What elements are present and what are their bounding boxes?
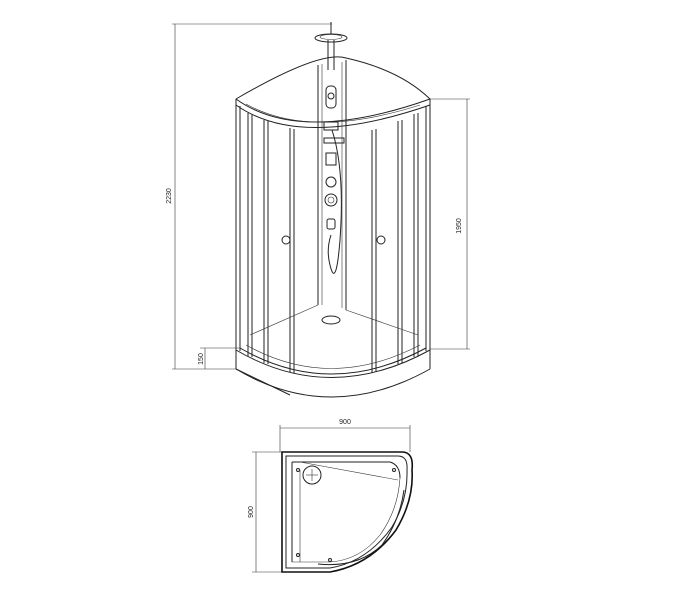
dimension-label-2230: 2230 xyxy=(166,188,173,204)
dimension-total-height: 2230 xyxy=(166,23,332,370)
dimension-depth: 900 xyxy=(248,451,282,573)
right-door-frame xyxy=(371,105,431,373)
shower-tray xyxy=(235,349,431,398)
shower-floor xyxy=(239,304,427,375)
hand-shower xyxy=(323,85,342,274)
left-door-handle-icon xyxy=(281,235,291,245)
tray-plan-outline xyxy=(281,451,414,573)
plan-view: 900 900 xyxy=(248,419,414,573)
dimension-width: 900 xyxy=(279,419,411,452)
cabin-roof xyxy=(235,56,431,128)
dimension-label-900-depth: 900 xyxy=(248,506,255,518)
dimension-cabin-height: 1950 xyxy=(430,98,470,350)
dimension-label-900-width: 900 xyxy=(339,419,351,426)
left-door-frame xyxy=(235,105,295,373)
dimension-tray-height: 150 xyxy=(198,347,240,369)
control-panel xyxy=(323,137,345,230)
drain-plan-icon xyxy=(302,465,322,485)
back-panel xyxy=(317,60,347,310)
right-door-handle-icon xyxy=(376,235,386,245)
dimension-label-150: 150 xyxy=(198,353,205,365)
rain-shower-head xyxy=(314,22,348,70)
elevation-view: 2230 150 1950 xyxy=(166,22,470,398)
drain-icon xyxy=(321,315,341,325)
dimension-label-1950: 1950 xyxy=(456,218,463,234)
